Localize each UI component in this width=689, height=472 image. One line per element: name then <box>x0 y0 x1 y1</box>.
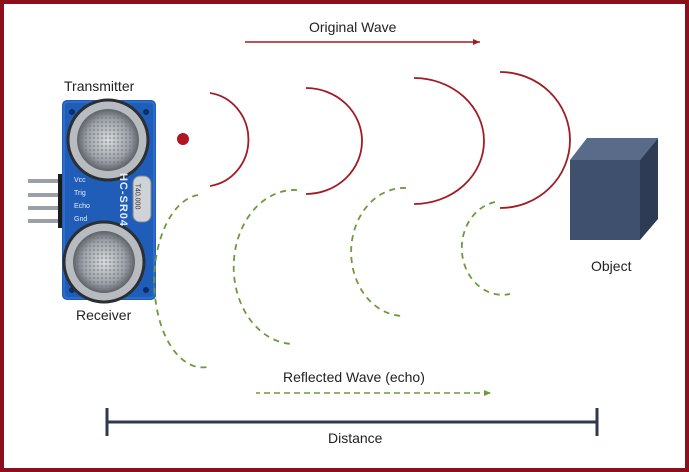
original-wavefront-1 <box>209 92 250 187</box>
sensor-pin-label-gnd: Gnd <box>74 216 88 223</box>
transmitter-transducer <box>66 98 150 182</box>
reflected-wavefronts <box>153 187 511 369</box>
receiver-label: Receiver <box>76 307 132 323</box>
reflected-wavefront-1 <box>460 201 511 296</box>
distance-bar <box>105 408 599 436</box>
original-wavefronts <box>209 71 571 209</box>
receiver-transducer <box>62 220 146 304</box>
sensor-pin-label-vcc: Vcc <box>74 177 86 184</box>
sensor-crystal-label: T40.000 <box>133 183 141 210</box>
reflected-wavefront-2 <box>350 187 407 317</box>
transmitter-label: Transmitter <box>64 78 135 94</box>
emission-point <box>177 133 189 145</box>
original-wavefront-4 <box>499 71 571 209</box>
reflected-wave-label: Reflected Wave (echo) <box>283 369 425 385</box>
original-wave-label: Original Wave <box>309 19 397 35</box>
object-label: Object <box>591 258 632 274</box>
distance-label: Distance <box>328 430 383 446</box>
original-wavefront-3 <box>413 77 485 205</box>
reflected-wavefront-3 <box>232 189 298 345</box>
sensor-model-label: HC-SR04 <box>117 172 130 228</box>
sensor-pin-label-trig: Trig <box>74 190 86 197</box>
sensor-pin-label-echo: Echo <box>74 203 90 210</box>
object-cube <box>570 138 658 240</box>
reflected-wavefront-4 <box>153 194 208 369</box>
original-wavefront-2 <box>305 87 363 195</box>
